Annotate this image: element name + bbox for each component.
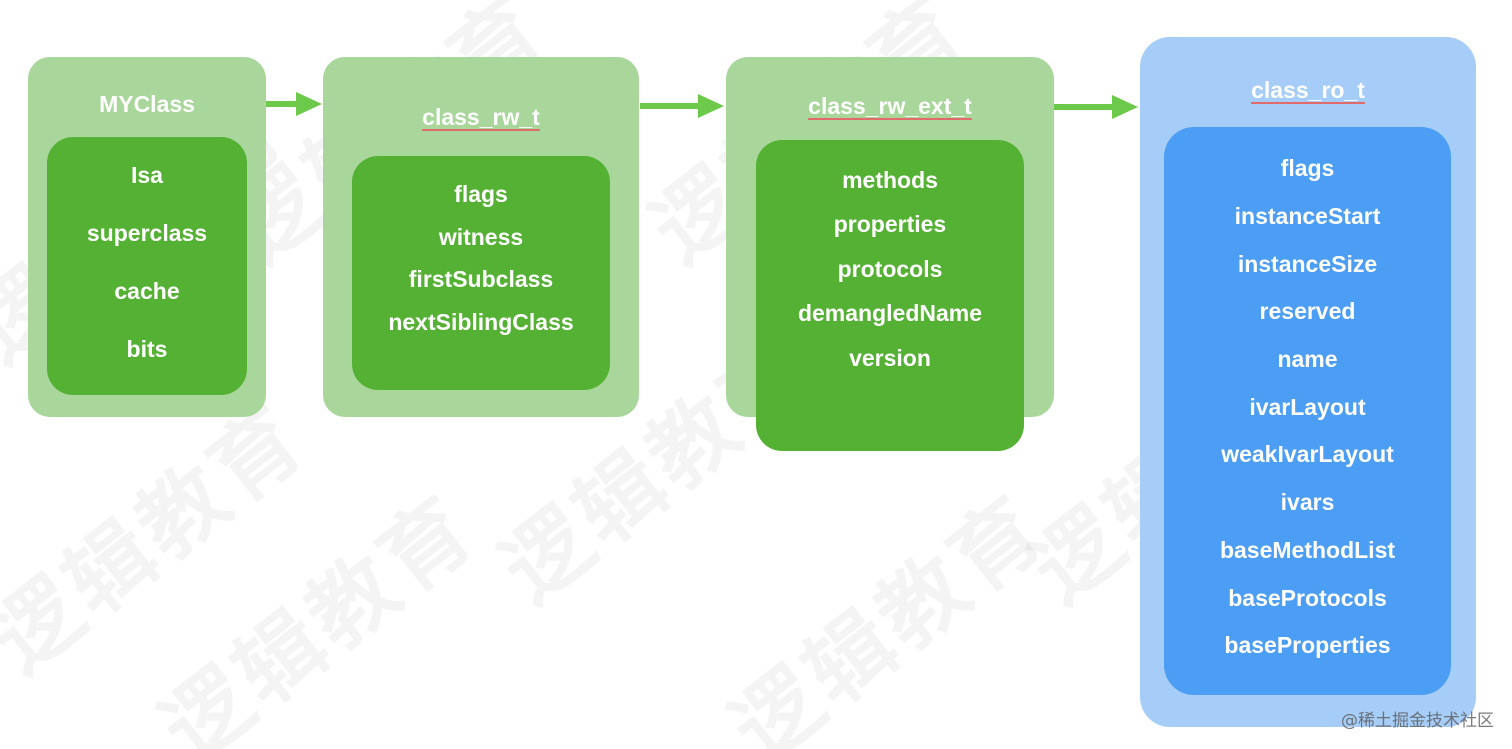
class-ro-t-fields: flags instanceStart instanceSize reserve… <box>1164 127 1451 695</box>
class-rw-t-box: class_rw_t flags witness firstSubclass n… <box>323 57 639 417</box>
class-rw-ext-t-fields: methods properties protocols demangledNa… <box>756 140 1024 451</box>
class-rw-ext-t-box: class_rw_ext_t methods properties protoc… <box>726 57 1054 451</box>
field-cache: cache <box>114 278 180 304</box>
field-basemethodlist: baseMethodList <box>1219 537 1396 563</box>
field-demangledname: demangledName <box>797 300 983 326</box>
field-version: version <box>849 345 931 371</box>
class-rw-t-fields: flags witness firstSubclass nextSiblingC… <box>352 156 610 390</box>
field-reserved: reserved <box>1259 298 1356 324</box>
arrow-myclass-to-rw <box>266 92 322 116</box>
credit-watermark: @稀土掘金技术社区 <box>1341 711 1494 731</box>
field-flags: flags <box>454 181 508 207</box>
field-ivarlayout: ivarLayout <box>1249 394 1366 420</box>
class-rw-t-title: class_rw_t <box>422 104 540 130</box>
myclass-box: MYClass Isa superclass cache bits <box>28 57 266 417</box>
myclass-title: MYClass <box>99 91 195 117</box>
arrow-rw-to-rwext <box>640 94 724 118</box>
field-weakivarlayout: weakIvarLayout <box>1221 441 1394 467</box>
field-instancesize: instanceSize <box>1237 251 1378 277</box>
myclass-fields: Isa superclass cache bits <box>47 137 247 395</box>
field-instancestart: instanceStart <box>1234 203 1381 229</box>
field-isa: Isa <box>131 162 163 188</box>
class-rw-ext-t-title: class_rw_ext_t <box>808 93 972 119</box>
field-methods: methods <box>842 167 938 193</box>
field-witness: witness <box>438 224 524 250</box>
field-nextsiblingclass: nextSiblingClass <box>388 309 574 335</box>
field-bits: bits <box>126 336 168 362</box>
field-protocols: protocols <box>837 256 943 282</box>
field-firstsubclass: firstSubclass <box>408 266 554 292</box>
field-properties: properties <box>833 211 947 237</box>
field-baseprotocols: baseProtocols <box>1228 585 1387 611</box>
field-baseproperties: baseProperties <box>1224 632 1391 658</box>
class-ro-t-box: class_ro_t flags instanceStart instanceS… <box>1140 37 1476 727</box>
arrow-rwext-to-ro <box>1054 95 1138 119</box>
field-ivars: ivars <box>1280 489 1335 515</box>
class-ro-t-title: class_ro_t <box>1251 77 1365 103</box>
field-name: name <box>1277 346 1338 372</box>
field-superclass: superclass <box>86 220 208 246</box>
field-flags: flags <box>1280 155 1335 181</box>
